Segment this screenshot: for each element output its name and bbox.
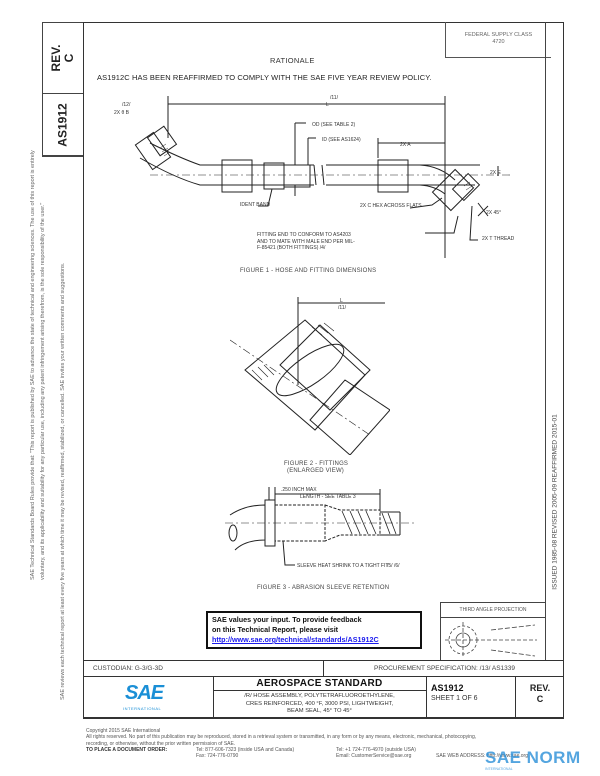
figure-1-drawing: /11/ L /12/ 2X θ B OD (SEE TABLE 2) ID (… xyxy=(114,95,515,258)
revision-strip: REV.C AS1912 xyxy=(42,22,83,157)
feedback-line2: on this Technical Report, please visit xyxy=(212,625,339,634)
document-title: /R/ HOSE ASSEMBLY, POLYTETRAFLUOROETHYLE… xyxy=(244,693,395,714)
fig1-fitting-note: FITTING END TO CONFORM TO AS4203 AND TO … xyxy=(257,232,355,251)
watermark-text: SAE NORM xyxy=(485,748,581,767)
aerospace-standard-heading: AEROSPACE STANDARD xyxy=(213,677,426,691)
document-number: AS1912 xyxy=(431,683,464,693)
figure-2-caption: FIGURE 2 - FITTINGS xyxy=(284,461,349,467)
fig1-label-hex: 2X C HEX ACROSS FLATS xyxy=(360,203,422,209)
third-angle-projection-box: THIRD ANGLE PROJECTION xyxy=(440,602,546,660)
fig1-label-od: OD (SEE TABLE 2) xyxy=(312,122,355,128)
fig1-label-l: L xyxy=(326,102,329,108)
title-block-bottom-border xyxy=(83,717,564,720)
tel-us: Tel: 877-606-7323 (inside USA and Canada… xyxy=(196,746,295,753)
projection-symbol-icon xyxy=(445,622,537,658)
custodian-row: CUSTODIAN: G-3/G-3D PROCUREMENT SPECIFIC… xyxy=(83,660,564,677)
federal-supply-class-box: FEDERAL SUPPLY CLASS 4720 xyxy=(445,22,551,58)
side-notice-line1: SAE Technical Standards Board Rules prov… xyxy=(30,150,36,580)
revision-label: REV.C xyxy=(49,44,76,72)
rationale-text: AS1912C HAS BEEN REAFFIRMED TO COMPLY WI… xyxy=(97,73,432,82)
rights-notice: All rights reserved. No part of this pub… xyxy=(86,734,477,741)
rationale-heading: RATIONALE xyxy=(270,56,315,65)
custodian: CUSTODIAN: G-3/G-3D xyxy=(93,665,163,672)
sae-norm-watermark: SAE NORM INTERNATIONAL xyxy=(485,748,600,776)
fig3-label-notes: /5/ /6/ xyxy=(387,563,400,569)
sheet-number: SHEET 1 OF 6 xyxy=(431,695,478,702)
order-label: TO PLACE A DOCUMENT ORDER: xyxy=(86,746,168,753)
document-number-vertical: AS1912 xyxy=(55,102,70,147)
fig1-label-12: /12/ xyxy=(122,102,131,108)
side-notice-line3: SAE reviews each technical report at lea… xyxy=(60,262,66,700)
copyright: Copyright 2015 SAE International xyxy=(86,728,161,734)
fig1-label-a: 2X A xyxy=(400,142,411,148)
procurement-specification: PROCUREMENT SPECIFICATION: /13/ AS1339 xyxy=(323,661,565,676)
fig1-label-id: ID (SEE AS1624) xyxy=(322,137,361,143)
footer: Copyright 2015 SAE International All rig… xyxy=(86,728,528,760)
figure-2-drawing: L /11/ xyxy=(230,297,390,455)
tel-intl: Tel: +1 724-776-4970 (outside USA) xyxy=(336,746,416,753)
fig1-label-e: 2X E xyxy=(490,170,502,176)
sae-logo: SAE INTERNATIONAL xyxy=(83,677,214,719)
fig1-label-thread: 2X T THREAD xyxy=(482,236,515,242)
title-block: SAE INTERNATIONAL AEROSPACE STANDARD /R/… xyxy=(83,677,564,719)
sae-logo-text: SAE xyxy=(125,682,164,704)
fsc-label: FEDERAL SUPPLY CLASS xyxy=(464,32,533,38)
figure-1-caption: FIGURE 1 - HOSE AND FITTING DIMENSIONS xyxy=(240,268,377,274)
fig1-label-ident-band: IDENT BAND xyxy=(240,202,271,208)
sae-logo-subtext: INTERNATIONAL xyxy=(123,706,162,711)
feedback-link[interactable]: http://www.sae.org/technical/standards/A… xyxy=(212,635,379,644)
fig3-label-sleeve: SLEEVE HEAT SHRINK TO A TIGHT FIT xyxy=(297,563,388,569)
title-section: AEROSPACE STANDARD /R/ HOSE ASSEMBLY, PO… xyxy=(213,677,427,719)
fax: Fax: 724-776-0790 xyxy=(196,752,239,759)
fsc-value: 4720 xyxy=(492,39,505,45)
feedback-line1: SAE values your input. To provide feedba… xyxy=(212,615,362,624)
figure-3-caption: FIGURE 3 - ABRASION SLEEVE RETENTION xyxy=(257,585,390,591)
fig1-label-angle: 2X θ B xyxy=(114,110,130,116)
history-strip: ISSUED 1985-08 REVISED 2005-09 REAFFIRME… xyxy=(545,22,564,660)
fig2-label-l: L xyxy=(340,298,343,304)
watermark-subtext: INTERNATIONAL xyxy=(485,767,513,771)
document-history: ISSUED 1985-08 REVISED 2005-09 REAFFIRME… xyxy=(551,414,559,590)
revision-box: REV.C xyxy=(43,23,83,94)
projection-label: THIRD ANGLE PROJECTION xyxy=(441,603,545,618)
drawing-frame xyxy=(83,22,564,719)
feedback-box: SAE values your input. To provide feedba… xyxy=(206,611,422,649)
side-notice-line2: voluntary, and its applicability and sui… xyxy=(40,202,46,580)
document-number-cell: AS1912 SHEET 1 OF 6 xyxy=(426,677,516,719)
revision-label-bottom: REV. xyxy=(529,683,551,693)
fig3-label-length: LENGTH - SEE TABLE 3 xyxy=(300,494,356,500)
fig1-label-11: /11/ xyxy=(330,95,339,101)
document-number-box: AS1912 xyxy=(43,94,83,156)
figure-2-subcaption: (ENLARGED VIEW) xyxy=(287,468,345,474)
fig1-label-45: 2X 45° xyxy=(486,210,501,216)
email[interactable]: Email: CustomerService@sae.org xyxy=(336,752,412,759)
figure-3-drawing: .250 INCH MAX LENGTH - SEE TABLE 3 SLEEV… xyxy=(225,487,415,569)
web-address[interactable]: SAE WEB ADDRESS: http://www.sae.org xyxy=(436,752,528,759)
revision-value-bottom: C xyxy=(536,694,544,704)
rights-notice-2: recording, or otherwise, without the pri… xyxy=(86,740,236,747)
fig3-label-max: .250 INCH MAX xyxy=(281,487,317,493)
revision-cell: REV. C xyxy=(516,677,564,719)
fig2-label-11: /11/ xyxy=(338,305,347,311)
